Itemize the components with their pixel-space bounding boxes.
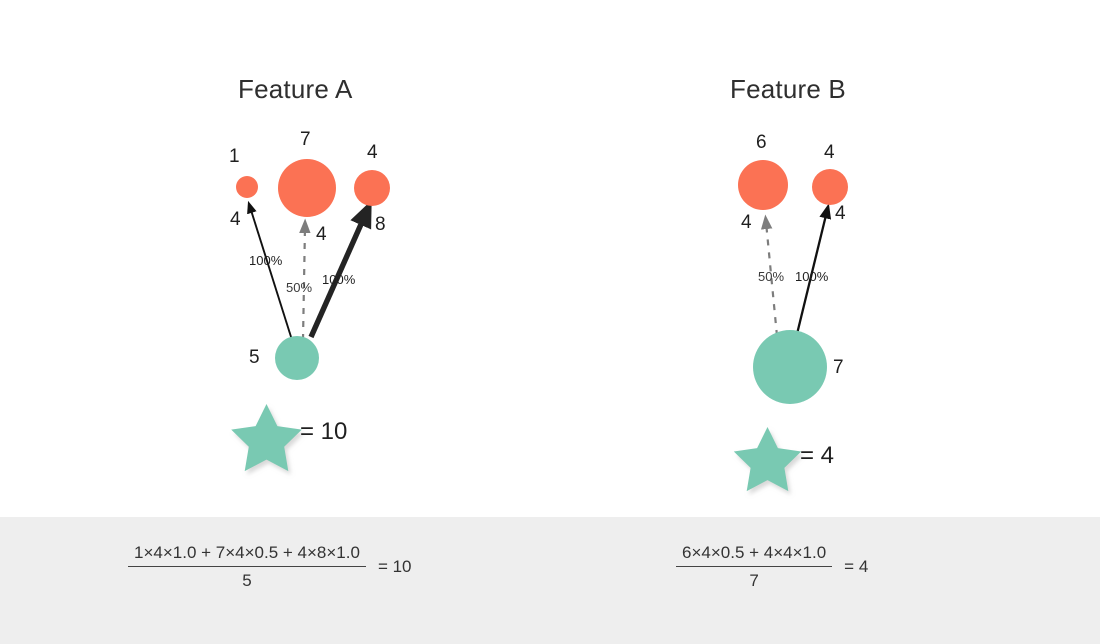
star-value-b: = 4 <box>800 442 835 469</box>
star-value-a: = 10 <box>300 418 348 445</box>
node-label-b-target-1: 6 <box>756 132 767 153</box>
fraction-b-denominator: 7 <box>749 571 759 591</box>
node-label-a-target-2: 7 <box>300 129 311 150</box>
formula-feature-b: 6×4×0.5 + 4×4×1.0 7 = 4 <box>676 543 868 591</box>
node-label-b-source: 7 <box>833 357 844 378</box>
fraction-a: 1×4×1.0 + 7×4×0.5 + 4×8×1.0 5 <box>128 543 366 591</box>
star-a <box>231 404 302 472</box>
edge-weight-b-2: 4 <box>835 203 846 224</box>
edge-weight-a-2: 4 <box>316 224 327 245</box>
edge-a-3 <box>308 200 372 339</box>
edge-percent-a-3: 100% <box>322 272 356 287</box>
edge-b-1 <box>760 214 779 337</box>
edge-weight-a-3: 8 <box>375 214 386 235</box>
panel-title-feature-b: Feature B <box>730 74 846 104</box>
node-label-a-target-3: 4 <box>367 142 378 163</box>
edge-percent-b-1: 50% <box>758 269 785 284</box>
node-a-target-2 <box>278 159 336 217</box>
edge-percent-b-2: 100% <box>795 269 829 284</box>
panel-title-feature-a: Feature A <box>238 74 353 104</box>
fraction-a-bar <box>128 565 366 568</box>
fraction-b-numerator: 6×4×0.5 + 4×4×1.0 <box>682 543 827 562</box>
formula-band <box>0 517 1100 644</box>
fraction-a-result: = 10 <box>377 556 412 576</box>
fraction-a-denominator: 5 <box>242 571 252 591</box>
fraction-a-numerator: 1×4×1.0 + 7×4×0.5 + 4×8×1.0 <box>134 543 360 562</box>
edge-weight-b-1: 4 <box>741 212 752 233</box>
node-b-target-2 <box>812 169 848 205</box>
node-a-target-1 <box>236 176 258 198</box>
edge-weight-a-1: 4 <box>230 209 241 230</box>
formula-feature-a: 1×4×1.0 + 7×4×0.5 + 4×8×1.0 5 = 10 <box>128 543 412 591</box>
node-label-b-target-2: 4 <box>824 142 835 163</box>
fraction-b: 6×4×0.5 + 4×4×1.0 7 <box>676 543 833 591</box>
edge-a-2 <box>299 218 311 341</box>
edge-a-1 <box>247 200 293 341</box>
node-a-target-3 <box>354 170 390 206</box>
star-b <box>733 427 802 492</box>
node-label-a-source: 5 <box>249 347 260 368</box>
edge-percent-a-1: 100% <box>249 253 283 268</box>
edge-percent-a-2: 50% <box>286 280 313 295</box>
fraction-b-result: = 4 <box>844 556 869 576</box>
node-a-source <box>275 336 319 380</box>
node-b-target-1 <box>738 160 788 210</box>
node-label-a-target-1: 1 <box>229 146 240 167</box>
edge-b-2 <box>795 203 832 335</box>
fraction-b-bar <box>676 565 833 568</box>
node-b-source <box>753 330 827 404</box>
